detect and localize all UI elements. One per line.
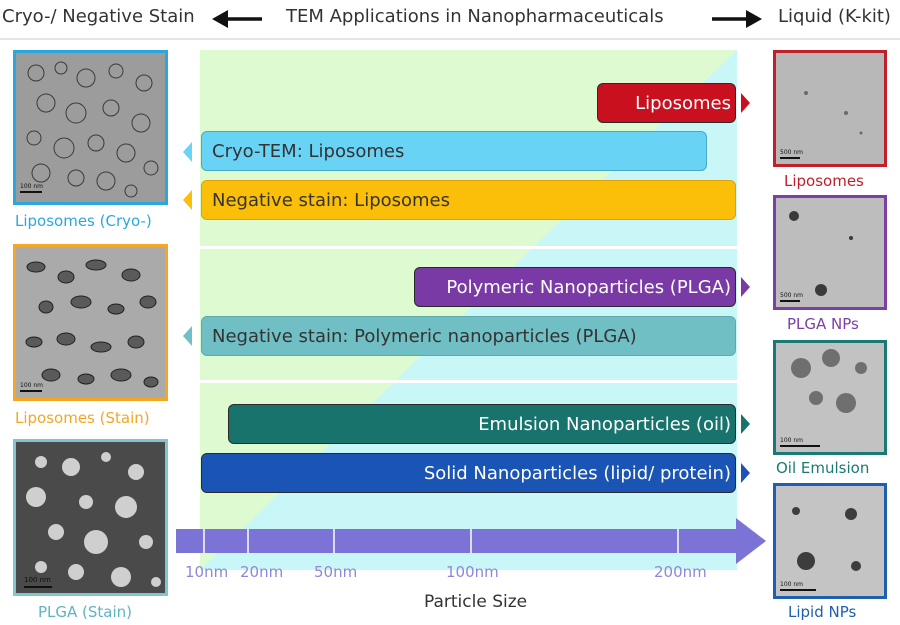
bar-emulsion-nanoparticles: Emulsion Nanoparticles (oil) bbox=[228, 404, 736, 444]
caption-liposomes-cryo: Liposomes (Cryo-) bbox=[15, 212, 152, 230]
triangle-left-icon bbox=[183, 326, 192, 346]
bar-label: Polymeric Nanoparticles (PLGA) bbox=[446, 276, 731, 298]
bar-liposomes-liquid: Liposomes bbox=[597, 83, 736, 123]
bar-negative-stain-plga: Negative stain: Polymeric nanoparticles … bbox=[201, 316, 736, 356]
triangle-right-icon bbox=[741, 93, 750, 113]
axis-tick-label: 100nm bbox=[446, 563, 499, 581]
triangle-left-icon bbox=[183, 142, 192, 162]
arrow-left-icon bbox=[212, 10, 262, 28]
page-title: TEM Applications in Nanopharmaceuticals bbox=[286, 6, 664, 27]
axis-tick-label: 200nm bbox=[654, 563, 707, 581]
scale-bar-label: 100 nm bbox=[20, 183, 43, 190]
header-right-label: Liquid (K-kit) bbox=[778, 6, 891, 27]
triangle-right-icon bbox=[741, 414, 750, 434]
axis-title: Particle Size bbox=[424, 592, 528, 612]
bar-label: Negative stain: Liposomes bbox=[212, 189, 451, 211]
arrow-right-icon bbox=[712, 10, 762, 28]
section-divider bbox=[200, 380, 737, 383]
scale-bar-label: 100 nm bbox=[780, 437, 803, 444]
caption-oil-emulsion: Oil Emulsion bbox=[776, 459, 870, 477]
bar-polymeric-nanoparticles: Polymeric Nanoparticles (PLGA) bbox=[414, 267, 736, 307]
bar-label: Negative stain: Polymeric nanoparticles … bbox=[212, 325, 637, 347]
thumbnail-plga-nps: 500 nm bbox=[773, 195, 887, 310]
thumbnail-liposomes-stain: 100 nm bbox=[13, 244, 168, 401]
caption-lipid-nps: Lipid NPs bbox=[788, 603, 857, 621]
thumbnail-plga-stain: 100 nm bbox=[13, 439, 168, 596]
bar-label: Liposomes bbox=[635, 92, 731, 114]
scale-bar-label: 100 nm bbox=[780, 581, 803, 588]
axis-tick-label: 20nm bbox=[240, 563, 284, 581]
triangle-right-icon bbox=[741, 277, 750, 297]
scale-bar-label: 100 nm bbox=[20, 382, 43, 389]
caption-plga-nps: PLGA NPs bbox=[787, 315, 859, 333]
header-divider bbox=[0, 38, 900, 40]
bar-label: Solid Nanoparticles (lipid/ protein) bbox=[423, 462, 731, 484]
axis-tick-label: 50nm bbox=[314, 563, 358, 581]
scale-bar-label: 100 nm bbox=[24, 576, 51, 584]
thumbnail-oil-emulsion: 100 nm bbox=[773, 340, 887, 455]
scale-bar-label: 500 nm bbox=[780, 292, 803, 299]
caption-liposomes-liquid: Liposomes bbox=[784, 172, 864, 190]
thumbnail-liposomes-cryo: 100 nm bbox=[13, 50, 168, 205]
bar-label: Emulsion Nanoparticles (oil) bbox=[478, 413, 731, 435]
header-left-label: Cryo-/ Negative Stain bbox=[2, 6, 195, 27]
bar-cryo-tem-liposomes: Cryo-TEM: Liposomes bbox=[201, 131, 707, 171]
axis-tick-label: 10nm bbox=[185, 563, 229, 581]
thumbnail-liposomes-liquid: 500 nm bbox=[773, 50, 887, 167]
triangle-right-icon bbox=[741, 463, 750, 483]
particle-size-axis bbox=[176, 518, 766, 564]
bar-label: Cryo-TEM: Liposomes bbox=[212, 140, 405, 162]
section-divider bbox=[200, 246, 737, 249]
scale-bar-label: 500 nm bbox=[780, 149, 803, 156]
caption-liposomes-stain: Liposomes (Stain) bbox=[15, 409, 150, 427]
caption-plga-stain: PLGA (Stain) bbox=[38, 603, 133, 621]
bar-negative-stain-liposomes: Negative stain: Liposomes bbox=[201, 180, 736, 220]
bar-solid-nanoparticles: Solid Nanoparticles (lipid/ protein) bbox=[201, 453, 736, 493]
triangle-left-icon bbox=[183, 190, 192, 210]
thumbnail-lipid-nps: 100 nm bbox=[773, 483, 887, 599]
